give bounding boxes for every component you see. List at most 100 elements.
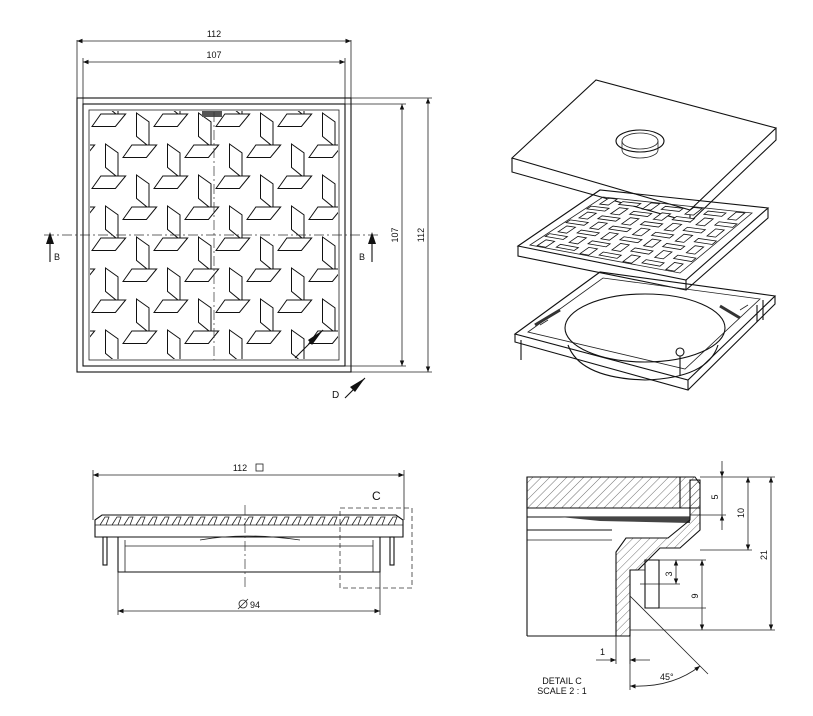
front-grate-bar <box>279 516 290 526</box>
dim-outer-height: 112 <box>416 98 431 372</box>
weave-tile <box>229 143 243 179</box>
svg-text:21: 21 <box>759 550 769 560</box>
weave-tile <box>291 329 305 359</box>
weave-tile <box>308 144 338 158</box>
dim-21: 21 <box>759 477 774 630</box>
weave-tile <box>91 113 127 127</box>
exploded-iso-view <box>510 79 778 391</box>
iso-weave-tile <box>641 202 661 211</box>
weave-tile <box>297 111 305 117</box>
weave-tile <box>184 144 220 158</box>
weave-tile <box>277 113 313 127</box>
weave-tile <box>153 299 189 313</box>
weave-tile <box>91 175 127 189</box>
weave-tile <box>291 205 305 241</box>
front-grate-bar <box>123 516 134 526</box>
weave-tile <box>111 111 119 117</box>
weave-tile <box>215 113 251 127</box>
svg-text:107: 107 <box>390 227 400 242</box>
weave-tile <box>322 236 336 272</box>
svg-text:B: B <box>359 252 365 262</box>
weave-tile <box>105 329 119 359</box>
iso-weave-tile <box>617 201 642 207</box>
front-grate-bar <box>147 516 158 526</box>
front-grate-bar <box>135 516 146 526</box>
weave-tile <box>122 268 158 282</box>
weave-tile <box>247 83 281 96</box>
iso-weave-tile <box>629 247 654 255</box>
weave-tile <box>260 236 274 272</box>
weave-tile <box>277 237 313 251</box>
weave-tile <box>198 112 212 148</box>
weave-tile <box>105 205 119 241</box>
iso-weave-tile <box>682 226 707 234</box>
weave-pattern <box>90 82 367 375</box>
iso-weave-tile <box>587 240 612 248</box>
svg-text:112: 112 <box>207 29 221 39</box>
weave-tile <box>90 268 96 276</box>
svg-text:9: 9 <box>690 593 700 598</box>
front-grate-bar <box>171 516 182 526</box>
front-grate-bar <box>291 516 302 526</box>
dim-front-width: 112 <box>93 463 404 478</box>
dim-inner-width: 107 <box>83 50 345 65</box>
weave-tile <box>91 237 127 251</box>
front-grate-bar <box>303 516 314 526</box>
weave-tile <box>153 237 189 251</box>
iso-weave-tile <box>713 221 738 228</box>
weave-tile <box>260 112 274 148</box>
weave-tile <box>322 174 336 210</box>
iso-weave-tile <box>585 205 611 212</box>
svg-text:B: B <box>54 252 60 262</box>
front-grate-bar <box>351 516 362 526</box>
weave-tile <box>153 175 189 189</box>
weave-tile <box>354 330 367 364</box>
svg-text:10: 10 <box>736 508 746 518</box>
iso-weave-pattern <box>536 197 746 272</box>
weave-tile <box>291 267 305 303</box>
front-grate-bar <box>267 516 278 526</box>
svg-text:94: 94 <box>250 600 260 610</box>
front-grate-bar <box>195 516 206 526</box>
weave-tile <box>167 143 181 179</box>
weave-tile <box>136 174 150 210</box>
weave-tile <box>354 82 367 116</box>
iso-weave-tile <box>663 222 683 232</box>
front-grate-bar <box>363 516 374 526</box>
detail-c-boundary: C <box>339 489 413 589</box>
svg-text:1: 1 <box>600 647 605 657</box>
front-grate-bar <box>207 516 218 526</box>
detail-c-view: 5 10 21 3 9 1 <box>526 461 775 696</box>
dim-9: 9 <box>690 560 705 630</box>
front-grate-bar <box>387 516 398 526</box>
weave-tile <box>260 298 274 334</box>
svg-text:112: 112 <box>416 228 426 242</box>
weave-tile <box>309 83 343 96</box>
svg-text:107: 107 <box>206 50 221 60</box>
weave-tile <box>246 144 282 158</box>
weave-tile <box>235 111 243 117</box>
front-grate-bars <box>99 516 398 526</box>
iso-weave-tile <box>579 246 599 256</box>
weave-tile <box>308 268 338 282</box>
front-grate-bar <box>327 516 338 526</box>
iso-weave-tile <box>598 251 623 259</box>
weave-tile <box>122 206 158 220</box>
dim-outer-width: 112 <box>77 29 351 44</box>
iso-weave-tile <box>628 210 653 217</box>
iso-weave-tile <box>599 232 620 241</box>
weave-tile <box>246 206 282 220</box>
front-grate-bar <box>339 516 350 526</box>
weave-tile <box>154 362 188 375</box>
weave-tile <box>136 236 150 272</box>
dim-5: 5 <box>710 461 725 530</box>
weave-tile <box>184 268 220 282</box>
weave-tile <box>229 329 243 359</box>
weave-tile <box>308 206 338 220</box>
iso-weave-tile <box>664 262 684 272</box>
front-grate-bar <box>183 516 194 526</box>
weave-tile <box>184 330 220 344</box>
iso-weave-tile <box>652 212 672 221</box>
iso-weave-tile <box>588 221 609 230</box>
